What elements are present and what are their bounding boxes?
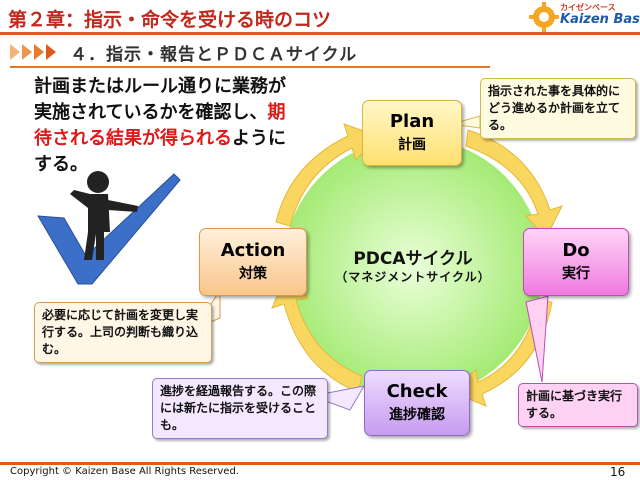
chevron-arrows-icon	[10, 44, 56, 60]
node-action-sublabel: 対策	[239, 266, 267, 282]
callout-do-tail	[525, 295, 549, 383]
header-divider	[0, 32, 640, 35]
node-check-sublabel: 進捗確認	[389, 407, 445, 423]
pdca-cycle-graphic	[194, 115, 563, 411]
kaizen-base-logo	[528, 2, 636, 32]
node-check-label: Check	[386, 381, 448, 402]
slide-header: 第２章：指示・命令を受ける時のコツ	[0, 0, 640, 32]
chapter-title: 第２章：指示・命令を受ける時のコツ	[8, 9, 332, 31]
intro-text-part2: ようにする。	[34, 128, 286, 175]
callout-plan: 指示された事を具体的にどう進めるか計画を立てる。	[480, 78, 636, 139]
node-plan: Plan 計画	[362, 100, 462, 166]
callout-check: 進捗を経過報告する。この際には新たに指示を受けることも。	[152, 378, 328, 439]
cycle-circle	[283, 138, 543, 398]
callout-do: 計画に基づき実行する。	[518, 383, 638, 427]
section-underline	[10, 66, 490, 68]
intro-highlight: 期待される結果が得られる	[34, 102, 286, 149]
section-title: ４．指示・報告とＰＤＣＡサイクル	[70, 45, 358, 65]
cycle-center-subtitle: （マネジメントサイクル）	[335, 270, 491, 284]
page-number: 16	[610, 465, 626, 479]
logo-kana: カイゼンベース	[560, 3, 616, 12]
figure-checkmark-illustration	[37, 171, 181, 285]
node-do-label: Do	[562, 240, 590, 261]
callout-action: 必要に応じて計画を変更し実行する。上司の判断も織り込む。	[34, 302, 212, 363]
node-action: Action 対策	[199, 228, 307, 296]
node-action-label: Action	[220, 240, 286, 261]
node-do: Do 実行	[523, 228, 629, 296]
footer-divider	[0, 462, 640, 465]
logo-wordmark: Kaizen Base	[560, 12, 640, 27]
intro-text: 計画またはルール通りに業務が実施されているかを確認し、期待される結果が得られるよ…	[34, 74, 294, 178]
node-check: Check 進捗確認	[364, 370, 470, 436]
footer-copyright: Copyright © Kaizen Base All Rights Reser…	[10, 466, 239, 477]
callout-check-tail	[310, 385, 365, 411]
cycle-center-title: PDCAサイクル	[353, 249, 473, 269]
intro-text-part1: 計画またはルール通りに業務が実施されているかを確認し、	[34, 76, 286, 123]
gear-icon	[529, 2, 559, 32]
node-plan-sublabel: 計画	[398, 137, 426, 153]
node-do-sublabel: 実行	[562, 266, 590, 282]
node-plan-label: Plan	[389, 111, 435, 132]
